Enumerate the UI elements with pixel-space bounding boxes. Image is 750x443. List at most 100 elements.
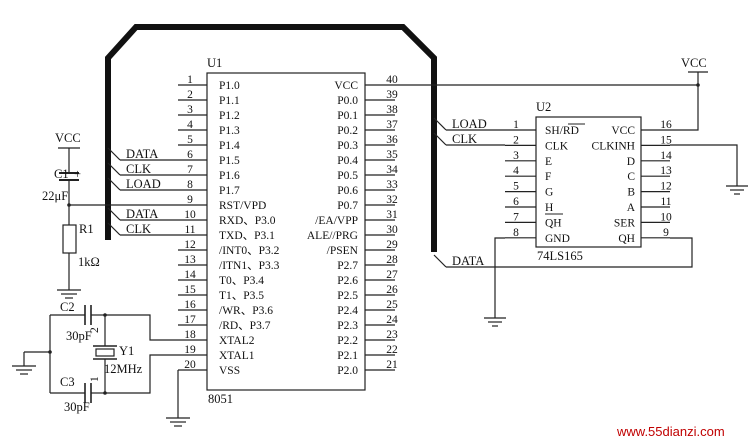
u1-pin-6-name: P1.5 <box>219 155 240 167</box>
u1-pin-27-name: P2.6 <box>337 275 358 287</box>
junction-rst <box>67 203 71 207</box>
u1-pin-4-number: 4 <box>187 119 193 131</box>
bus-entry-u2-load <box>433 117 447 131</box>
u1-pin-35-name: P0.4 <box>337 155 358 167</box>
u2-pin-15-number: 15 <box>660 134 672 146</box>
u1-pin-40-name: VCC <box>334 80 358 92</box>
bus-entry-data-1 <box>107 147 121 161</box>
u1-pin-16-name: /WR、P3.6 <box>219 305 273 317</box>
net-label-data-2: DATA <box>126 207 158 221</box>
u1-pin-32-name: P0.7 <box>337 200 358 212</box>
u2-pin-11-number: 11 <box>660 196 671 208</box>
u1-pin-26-number: 26 <box>386 284 398 296</box>
u1-pin-7-number: 7 <box>187 164 193 176</box>
u1-pin-17-name: /RD、P3.7 <box>219 320 271 332</box>
bus-entry-data-2 <box>107 207 121 221</box>
u1-pin-37-name: P0.2 <box>337 125 358 137</box>
vcc-right-label: VCC <box>681 56 707 70</box>
bus-entry-u2-data <box>433 254 447 268</box>
u1-pin-37-number: 37 <box>386 119 398 131</box>
u1-pin-20-number: 20 <box>184 359 196 371</box>
u1-body <box>206 72 366 391</box>
y1-crystal <box>93 345 117 360</box>
ground-vss <box>166 417 190 427</box>
bus-entry-clk-1 <box>107 162 121 176</box>
c3-value: 30pF <box>64 400 90 414</box>
u2-pin-2-number: 2 <box>513 134 519 146</box>
u1-pin-36-name: P0.3 <box>337 140 358 152</box>
u1-pin-19-name: XTAL1 <box>219 350 255 362</box>
u1-pin-3-name: P1.2 <box>219 110 240 122</box>
u1-pin-40-number: 40 <box>386 74 398 86</box>
u1-pin-9-number: 9 <box>187 194 193 206</box>
u1-pin-2-name: P1.1 <box>219 95 240 107</box>
u1-pin-39-name: P0.0 <box>337 95 358 107</box>
u2-pin-8-number: 8 <box>513 227 519 239</box>
u1-pin-26-name: P2.5 <box>337 290 358 302</box>
u1-pin-18-name: XTAL2 <box>219 335 255 347</box>
c2-ref: C2 <box>60 300 75 314</box>
u2-pin-12-number: 12 <box>660 181 672 193</box>
junction-xtal1 <box>103 391 107 395</box>
u2-pin-10-number: 10 <box>660 211 672 223</box>
u2-part: 74LS165 <box>537 249 583 263</box>
c3-ref: C3 <box>60 375 75 389</box>
u1-pin-12-name: /INT0、P3.2 <box>219 245 280 257</box>
u1-pin-4-name: P1.3 <box>219 125 240 137</box>
u1-pin-29-number: 29 <box>386 239 398 251</box>
u1-pin-24-number: 24 <box>386 314 398 326</box>
u1-pin-23-number: 23 <box>386 329 398 341</box>
u1-pin-24-name: P2.3 <box>337 320 358 332</box>
u2-pin-8-name: GND <box>545 233 570 245</box>
u1-pin-3-number: 3 <box>187 104 193 116</box>
u1-pin-8-name: P1.7 <box>219 185 240 197</box>
u1-pin-33-name: P0.6 <box>337 185 358 197</box>
junction-cap-gnd <box>48 350 52 354</box>
c1-ref: C1 <box>54 167 69 181</box>
c1-value: 22μF <box>42 189 68 203</box>
u1-pin-36-number: 36 <box>386 134 398 146</box>
u1-pin-1-number: 1 <box>187 74 193 86</box>
u1-pin-14-number: 14 <box>184 269 196 281</box>
r1-ref: R1 <box>79 222 94 236</box>
u1-pin-15-number: 15 <box>184 284 196 296</box>
u2-pin-12-name: B <box>627 187 635 199</box>
bus-entry-u2-clk <box>433 132 447 146</box>
r1-value: 1kΩ <box>78 255 100 269</box>
net-label-data-3: DATA <box>452 254 484 268</box>
net-label-clk-1: CLK <box>126 162 151 176</box>
data-bus <box>105 24 437 252</box>
wire-xtal1 <box>105 354 178 394</box>
u1-pin-39-number: 39 <box>386 89 398 101</box>
u1-right-pins: 40VCC39P0.038P0.137P0.236P0.335P0.434P0.… <box>307 74 398 377</box>
wire-xtal2 <box>105 314 178 341</box>
u1-pin-14-name: T0、P3.4 <box>219 275 264 287</box>
u1-pin-35-number: 35 <box>386 149 398 161</box>
net-label-data-1: DATA <box>126 147 158 161</box>
u2-pin-2-name: CLK <box>545 140 569 152</box>
y1-pin1: 1 <box>89 376 101 382</box>
y1-value: 12MHz <box>104 362 143 376</box>
u1-pin-2-number: 2 <box>187 89 193 101</box>
u2-ref: U2 <box>536 100 551 114</box>
wire-u2-gnd <box>494 237 505 318</box>
u1-pin-10-number: 10 <box>184 209 196 221</box>
u1-pin-28-number: 28 <box>386 254 398 266</box>
wire-u2-qh-data <box>446 237 693 268</box>
u1-pin-34-name: P0.5 <box>337 170 358 182</box>
u2-pin-3-name: E <box>545 156 552 168</box>
u2-pin-5-name: G <box>545 187 553 199</box>
c1-polarity: + <box>74 167 81 181</box>
bus-entry-load <box>107 177 121 191</box>
u2-pin-4-number: 4 <box>513 165 519 177</box>
u2-pin-16-number: 16 <box>660 119 672 131</box>
u1-pin-17-number: 17 <box>184 314 196 326</box>
u1-pin-13-name: /ITN1、P3.3 <box>219 260 280 272</box>
u1-pin-30-number: 30 <box>386 224 398 236</box>
ground-r1 <box>57 289 81 299</box>
r1-resistor <box>62 224 77 254</box>
